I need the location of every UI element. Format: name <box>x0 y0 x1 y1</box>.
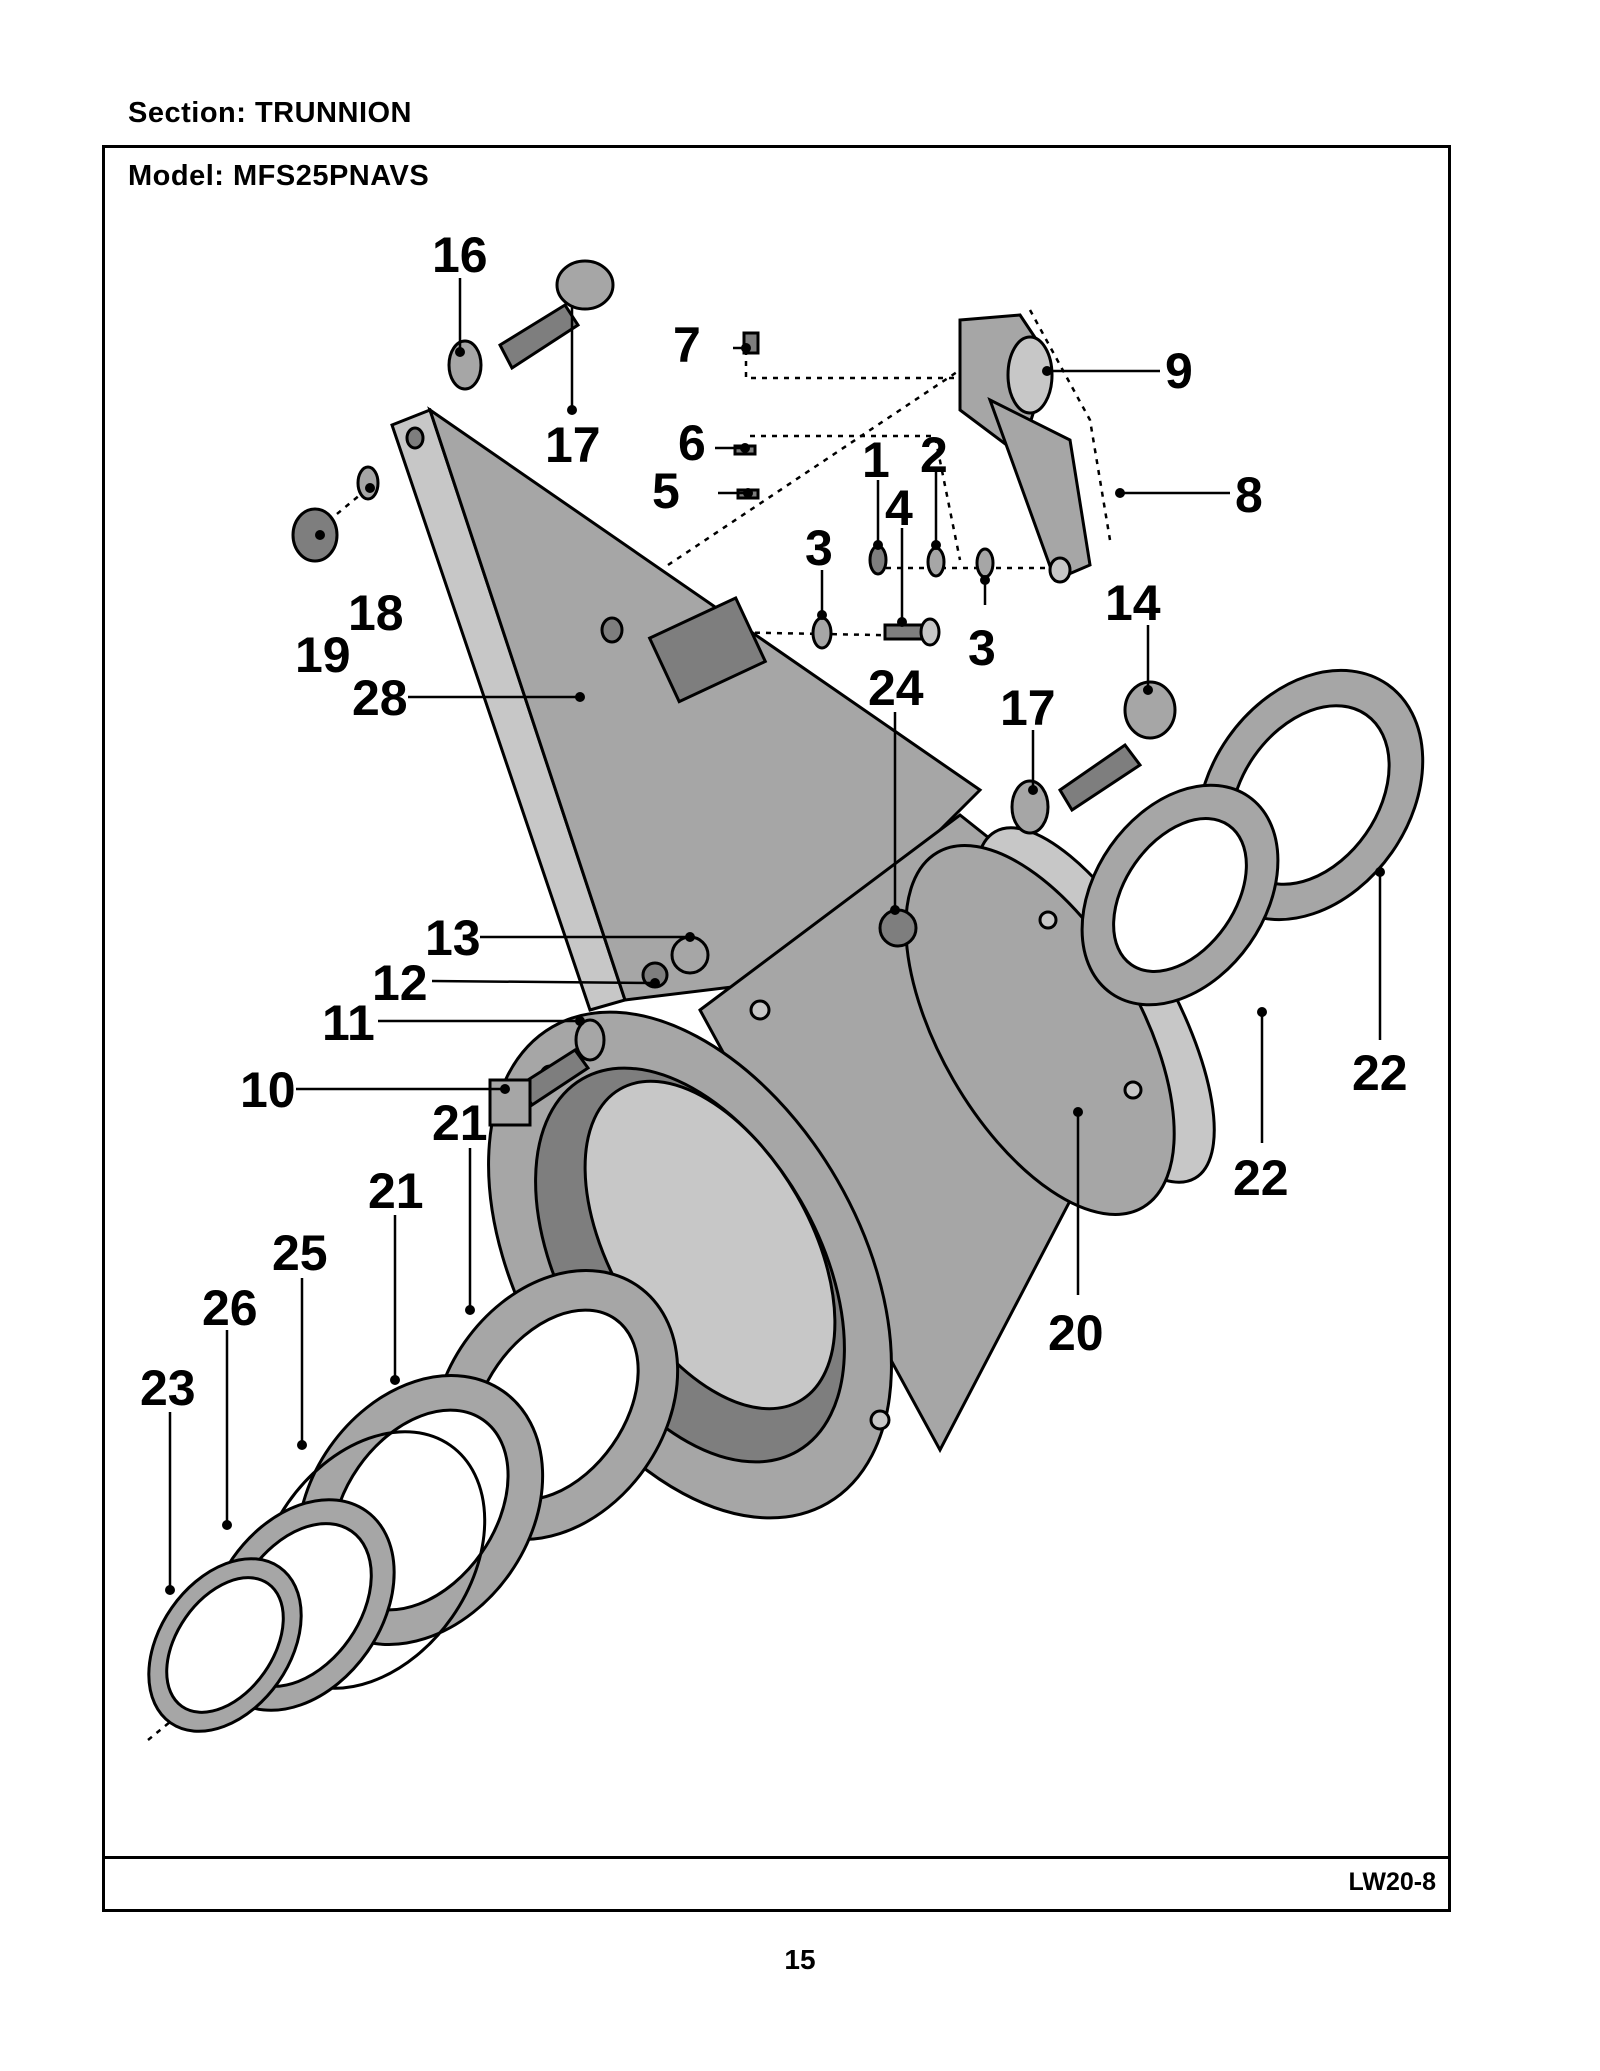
callout-18: 18 <box>348 585 404 641</box>
model-title: Model: MFS25PNAVS <box>128 160 430 192</box>
callout-23: 23 <box>140 1360 196 1416</box>
callout-16: 16 <box>432 227 488 283</box>
washer-17-right <box>1010 779 1050 835</box>
callout-1: 1 <box>862 432 890 488</box>
callout-22-mid: 22 <box>1233 1150 1289 1206</box>
seal-ring-22-inner <box>1080 783 1280 1007</box>
callout-14: 14 <box>1105 575 1161 631</box>
washer-16 <box>447 339 483 391</box>
callout-3-left: 3 <box>805 520 833 576</box>
guide-line-7 <box>744 350 960 380</box>
callout-12: 12 <box>372 955 428 1011</box>
callout-5: 5 <box>652 463 680 519</box>
callout-21-lower: 21 <box>368 1163 424 1219</box>
callout-17-right: 17 <box>1000 680 1056 736</box>
callout-labels: 16 17 7 9 6 1 2 8 5 4 3 14 18 3 19 28 24… <box>140 227 1408 1416</box>
bolt-17-top <box>498 259 615 371</box>
guide-line-bolt4 <box>611 628 931 638</box>
washer-18 <box>356 465 380 501</box>
guide-line-8 <box>1028 309 1112 541</box>
callout-22-right: 22 <box>1352 1045 1408 1101</box>
callout-26: 26 <box>202 1280 258 1336</box>
page-number: 15 <box>784 1944 816 1975</box>
ring-23 <box>147 1557 303 1733</box>
callout-21-upper: 21 <box>432 1095 488 1151</box>
callout-19: 19 <box>295 627 351 683</box>
small-hardware-1-7 <box>733 331 995 650</box>
diagram-frame <box>102 145 1451 1912</box>
callout-24: 24 <box>868 660 924 716</box>
leader-dots <box>165 343 1385 1595</box>
callout-20: 20 <box>1048 1305 1104 1361</box>
callout-6: 6 <box>678 415 706 471</box>
callout-8: 8 <box>1235 467 1263 523</box>
callout-10: 10 <box>240 1062 296 1118</box>
callout-3-right: 3 <box>968 620 996 676</box>
callout-7: 7 <box>673 317 701 373</box>
drawing-code: LW20-8 <box>1348 1868 1436 1896</box>
guide-line-upper <box>667 368 961 567</box>
callout-28: 28 <box>352 670 408 726</box>
callout-9: 9 <box>1165 343 1193 399</box>
callout-11: 11 <box>322 995 375 1051</box>
callout-17-top: 17 <box>545 417 601 473</box>
callout-13: 13 <box>425 910 481 966</box>
section-title: Section: TRUNNION <box>128 97 412 129</box>
bracket-plate-28 <box>390 406 983 1012</box>
bolt-14 <box>1057 680 1177 813</box>
callout-25: 25 <box>272 1225 328 1281</box>
callout-2: 2 <box>920 427 948 483</box>
leader-lines <box>168 278 1382 1590</box>
upper-bracket-8-9 <box>958 313 1092 584</box>
fitting-24 <box>878 908 918 948</box>
bolt-10 <box>488 1018 606 1127</box>
footer-divider <box>102 1856 1451 1859</box>
callout-4: 4 <box>885 480 913 536</box>
